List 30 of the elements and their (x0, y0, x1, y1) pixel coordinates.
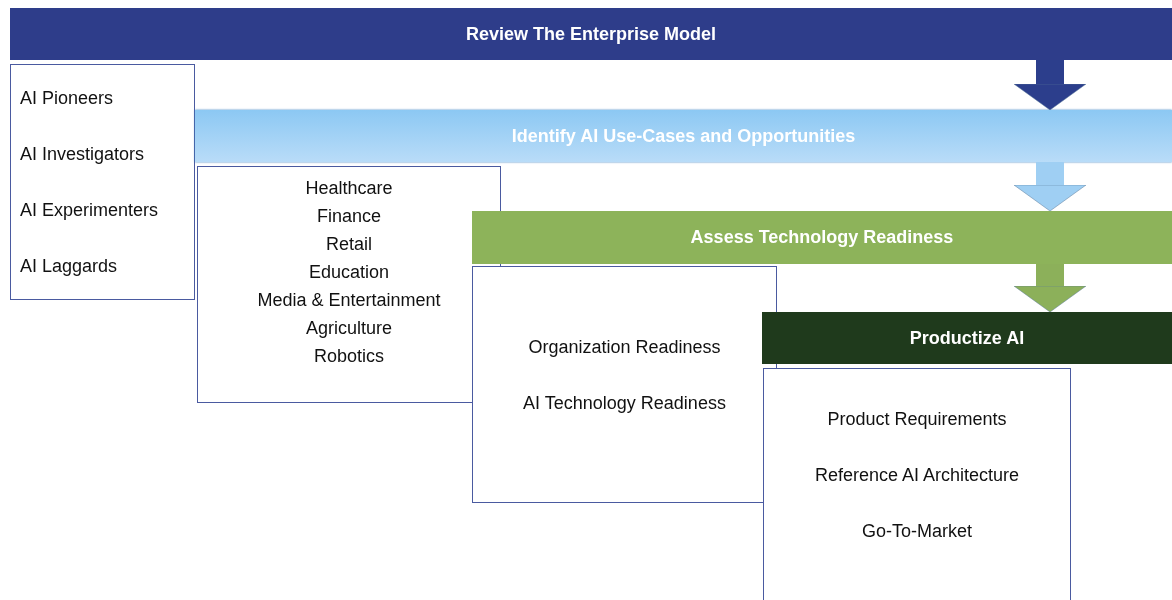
block-arrow (1013, 264, 1087, 313)
list-item: AI Investigators (20, 143, 145, 165)
step-title: Review The Enterprise Model (465, 23, 717, 45)
block-arrow (1013, 60, 1087, 111)
list-item: Go-To-Market (861, 520, 973, 542)
list-panel (10, 64, 195, 300)
list-panel (197, 166, 501, 403)
list-item: Reference AI Architecture (813, 464, 1021, 486)
block-arrow (1013, 162, 1087, 212)
step-title: Productize AI (909, 327, 1025, 349)
list-item: Retail (325, 233, 373, 255)
step-title: Assess Technology Readiness (690, 227, 954, 248)
list-item: Agriculture (304, 317, 393, 339)
list-item: AI Pioneers (20, 87, 114, 109)
list-item: Education (307, 261, 391, 283)
list-item: AI Technology Readiness (522, 392, 727, 414)
list-item: Product Requirements (826, 408, 1008, 430)
list-item: Healthcare (304, 177, 394, 199)
list-panel (472, 266, 777, 503)
list-item: AI Experimenters (20, 199, 159, 221)
list-item: Finance (315, 205, 382, 227)
list-item: Media & Entertainment (256, 289, 442, 311)
step-banner (10, 8, 1172, 60)
list-item: Robotics (313, 345, 385, 367)
step-banner (195, 110, 1172, 162)
list-panel (763, 368, 1071, 600)
step-title: Identify AI Use-Cases and Opportunities (511, 125, 856, 147)
step-banner (762, 312, 1172, 364)
list-item: AI Laggards (20, 255, 118, 277)
list-item: Organization Readiness (527, 336, 722, 358)
